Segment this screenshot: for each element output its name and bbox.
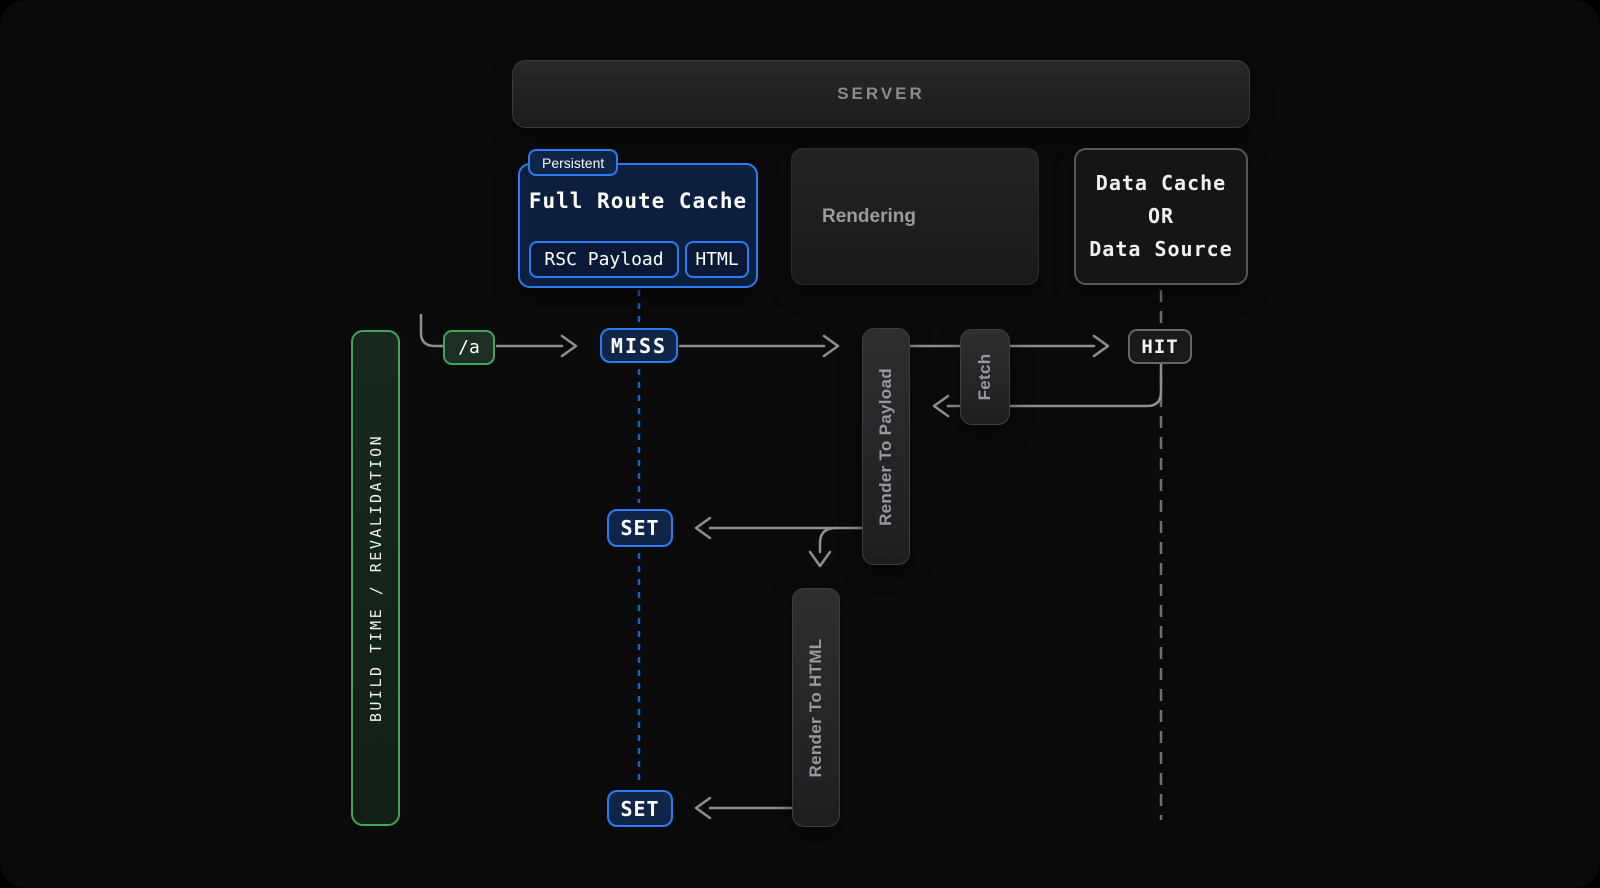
hit-node: HIT [1128,329,1192,364]
html-chip-label: HTML [695,249,739,270]
miss-node: MISS [600,328,678,363]
arrowhead-render-payload-to-set [694,516,712,540]
route-node: /a [443,330,495,365]
server-label: SERVER [837,84,925,103]
build-time-revalidation-bar: BUILD TIME / REVALIDATION [351,330,400,826]
arrowhead-hit-return [932,394,950,418]
fetch-label: Fetch [975,353,994,401]
persistent-badge: Persistent [528,149,619,176]
arrowhead-render-html-to-set [694,796,712,820]
rsc-payload-chip-label: RSC Payload [544,249,664,270]
arrowhead-render-payload-to-hit [1092,334,1110,358]
html-chip: HTML [685,241,749,278]
hit-node-label: HIT [1141,335,1179,358]
route-node-label: /a [458,337,480,358]
server-panel: SERVER [512,60,1250,128]
data-cache-line-2: OR [1147,204,1175,228]
render-to-html-box: Render To HTML [792,588,840,827]
set-payload-node-label: SET [620,516,660,540]
elbow-into-route [419,313,445,348]
miss-node-label: MISS [610,333,668,358]
data-cache-line-3: Data Source [1089,237,1233,261]
arrowhead-route-to-miss [560,334,578,358]
data-cache-box: Data Cache OR Data Source [1074,148,1248,285]
data-cache-line-1: Data Cache [1095,171,1227,195]
render-to-html-label: Render To HTML [806,638,825,777]
arrowhead-branch-to-render-html [808,550,832,568]
build-time-revalidation-label: BUILD TIME / REVALIDATION [366,433,385,723]
branch-to-render-html [818,526,838,554]
arrow-hit-return [946,363,1163,408]
full-route-cache-title: Full Route Cache [528,189,748,213]
rendering-label: Rendering [822,205,916,227]
set-payload-node: SET [607,509,673,547]
fetch-box: Fetch [960,329,1010,425]
rsc-payload-chip: RSC Payload [529,241,679,278]
full-route-cache-box: Full Route Cache RSC Payload HTML [518,163,758,288]
rendering-panel: Rendering [791,148,1039,285]
render-to-payload-label: Render To Payload [876,367,895,526]
set-html-node-label: SET [620,796,660,821]
render-to-payload-box: Render To Payload [862,328,910,565]
arrowhead-miss-to-render-payload [822,334,840,358]
set-html-node: SET [607,790,673,827]
persistent-badge-label: Persistent [542,154,605,171]
